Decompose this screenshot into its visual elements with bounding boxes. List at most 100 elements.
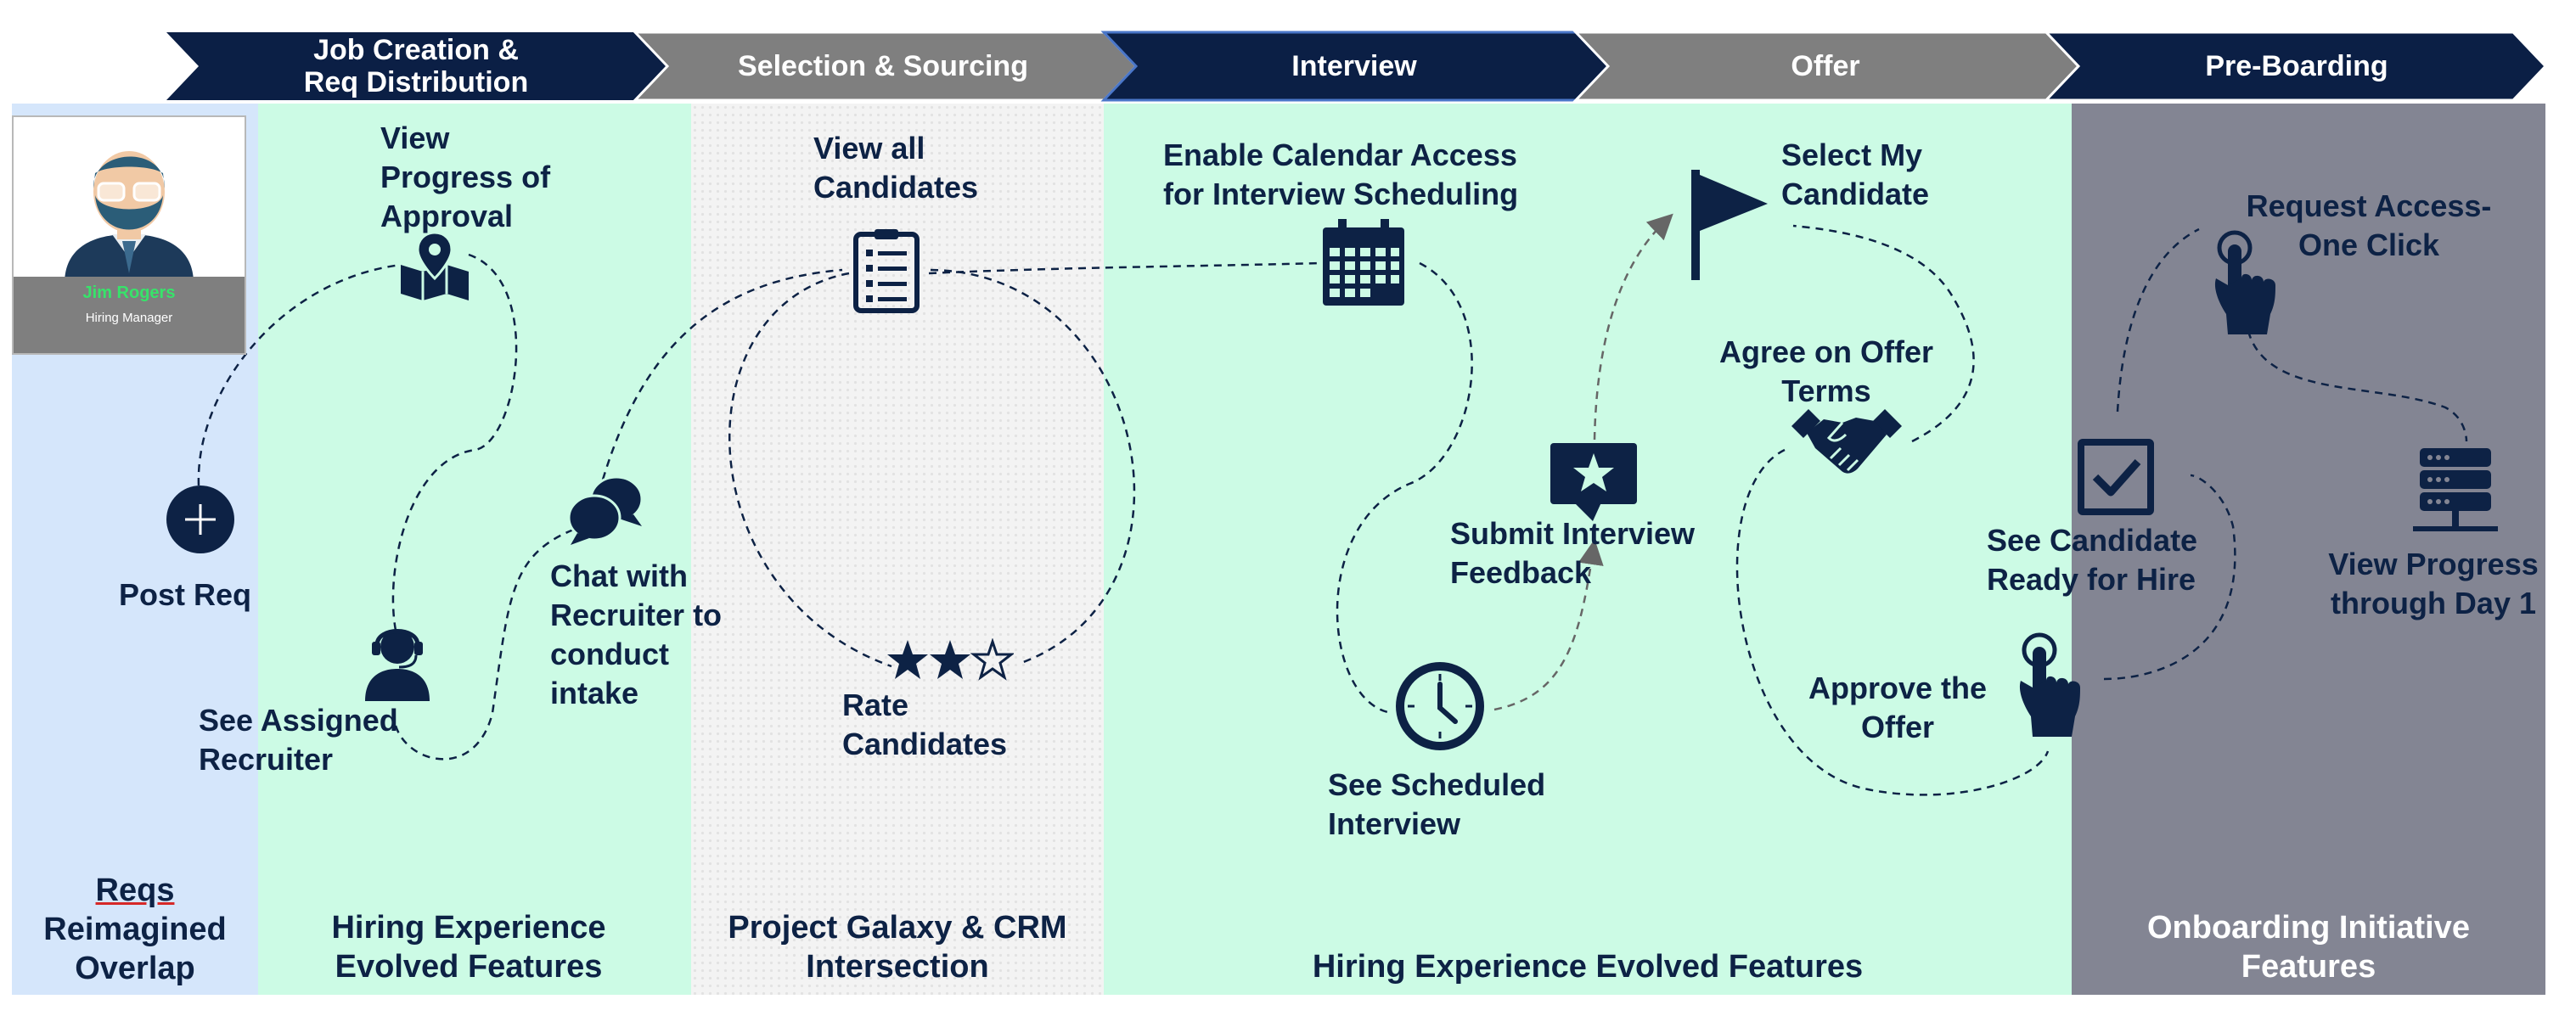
stage-label-job-creation: Job Creation & Req Distribution [204,32,628,100]
section-title-galaxy-line1: Project Galaxy & CRM [728,910,1067,946]
label-chat-recruiter-line2: Recruiter to [550,598,723,632]
path-handshake-to-approve [1735,448,2050,796]
label-view-progress-line1: View [380,121,450,155]
label-submit-feedback-line1: Submit Interview [1450,516,1696,551]
path-candidates-to-calendar [928,261,1321,275]
server-icon [2413,448,2498,531]
label-submit-feedback-line2: Feedback [1450,555,1592,590]
profile-role: Hiring Manager [85,311,173,325]
stage-label-job-creation-line1: Job Creation & [313,34,519,66]
calendar-icon [1323,219,1404,306]
label-candidate-ready-line1: See Candidate [1987,523,2198,558]
path-request-to-progress [2247,330,2468,442]
label-view-progress-day1: View Progress through Day 1 [2323,545,2544,623]
profile-bar: Jim Rogers Hiring Manager [14,277,245,353]
section-title-onboarding: Onboarding Initiative Features [2072,908,2545,986]
clock-icon [1396,662,1484,750]
stage-label-job-creation-line2: Req Distribution [303,66,529,98]
label-approve-offer-line1: Approve the [1808,671,1988,705]
pointer-hand-2-icon[interactable] [2017,631,2082,738]
label-view-progress-line3: Approval [380,199,514,233]
label-submit-feedback: Submit Interview Feedback [1450,514,1695,592]
label-scheduled-interview-line2: Interview [1328,806,1461,841]
label-agree-offer-line1: Agree on Offer [1718,334,1934,369]
path-post-to-approval [197,263,402,486]
label-scheduled-interview-line1: See Scheduled [1328,767,1546,802]
section-title-galaxy-line2: Intersection [806,949,989,985]
label-approve-offer: Approve the Offer [1791,669,2004,747]
path-chat-to-candidates [601,268,843,480]
label-rate-candidates: Rate Candidates [842,686,1007,764]
star-chat-icon [1550,443,1637,521]
label-see-recruiter-line1: See Assigned [199,703,398,738]
profile-name: Jim Rogers [82,283,176,302]
headset-user-icon [365,629,430,701]
label-select-candidate: Select My Candidate [1781,136,1929,214]
label-approve-offer-line2: Offer [1860,710,1934,744]
stage-label-preboarding: Pre-Boarding [2205,50,2388,82]
label-view-candidates-line1: View all [813,131,925,166]
label-view-progress-day1-line2: through Day 1 [2330,586,2536,620]
map-pin-icon [401,231,469,300]
label-calendar-access-line2: for Interview Scheduling [1163,177,1519,211]
stage-chevron-preboarding [2043,31,2548,102]
label-select-candidate-line2: Candidate [1781,177,1930,211]
avatar-icon [65,151,194,283]
label-view-candidates-line2: Candidates [813,170,979,205]
label-chat-recruiter-line3: conduct [550,637,669,671]
label-request-access-line2: One Click [2298,227,2440,262]
label-rate-candidates-line2: Candidates [842,727,1008,761]
path-clock-to-feedback [1493,539,1604,711]
label-calendar-access-line1: Enable Calendar Access [1163,138,1517,172]
label-view-progress: View Progress of Approval [380,119,550,236]
section-title-hiring-left-line2: Evolved Features [335,949,603,985]
label-candidate-ready-line2: Ready for Hire [1987,562,2196,597]
path-candidates-loop-left [728,272,892,668]
label-candidate-ready: See Candidate Ready for Hire [1987,521,2197,599]
path-handshake-to-flag [1792,224,1975,443]
section-title-reqs: Reqs Reimagined Overlap [12,871,258,988]
path-candidates-loop-right [930,268,1136,665]
path-recruiter-to-chat [394,525,583,761]
label-agree-offer-line2: Terms [1781,373,1871,408]
path-feedback-to-flag [1593,213,1673,441]
handshake-icon [1791,409,1902,474]
section-title-hiring-center: Hiring Experience Evolved Features [1312,949,1864,985]
section-title-reqs-line2: Reimagined [43,912,227,947]
section-title-reqs-line1: Reqs [95,873,175,908]
label-select-candidate-line1: Select My [1781,138,1923,172]
label-request-access: Request Access- One Click [2241,187,2496,265]
label-see-recruiter-line2: Recruiter [199,742,334,777]
path-ready-to-request [2116,227,2200,413]
label-chat-recruiter: Chat with Recruiter to conduct intake [550,557,722,713]
label-chat-recruiter-line1: Chat with [550,559,688,593]
section-title-galaxy: Project Galaxy & CRM Intersection [691,908,1104,986]
path-approve-to-ready [2103,474,2236,681]
label-calendar-access: Enable Calendar Access for Interview Sch… [1163,136,1518,214]
stage-label-offer: Offer [1791,50,1860,82]
section-title-reqs-line3: Overlap [75,951,195,986]
panel-onboarding [2072,104,2545,995]
stage-chevrons [166,31,2548,102]
label-post-req: Post Req [119,577,252,612]
stage-label-selection: Selection & Sourcing [738,50,1028,82]
label-scheduled-interview: See Scheduled Interview [1328,766,1545,844]
label-request-access-line1: Request Access- [2246,188,2492,223]
section-title-hiring-left-line1: Hiring Experience [331,910,606,946]
flag-icon [1691,170,1768,280]
label-agree-offer: Agree on Offer Terms [1703,333,1949,411]
section-title-onboarding-line2: Features [2241,949,2376,985]
section-title-onboarding-line1: Onboarding Initiative [2146,910,2471,946]
panel-hiring-left [258,104,691,995]
chat-bubbles-icon [567,475,644,545]
profile-card[interactable]: Jim Rogers Hiring Manager [12,115,246,355]
checklist-icon [853,229,920,313]
checkbox-icon[interactable] [2077,438,2155,516]
plus-circle-icon[interactable] [165,484,236,555]
label-rate-candidates-line1: Rate [842,688,909,722]
pointer-hand-icon[interactable] [2213,229,2277,336]
label-view-progress-line2: Progress of [380,160,551,194]
label-view-progress-day1-line1: View Progress [2328,547,2539,581]
label-view-candidates: View all Candidates [813,129,978,207]
